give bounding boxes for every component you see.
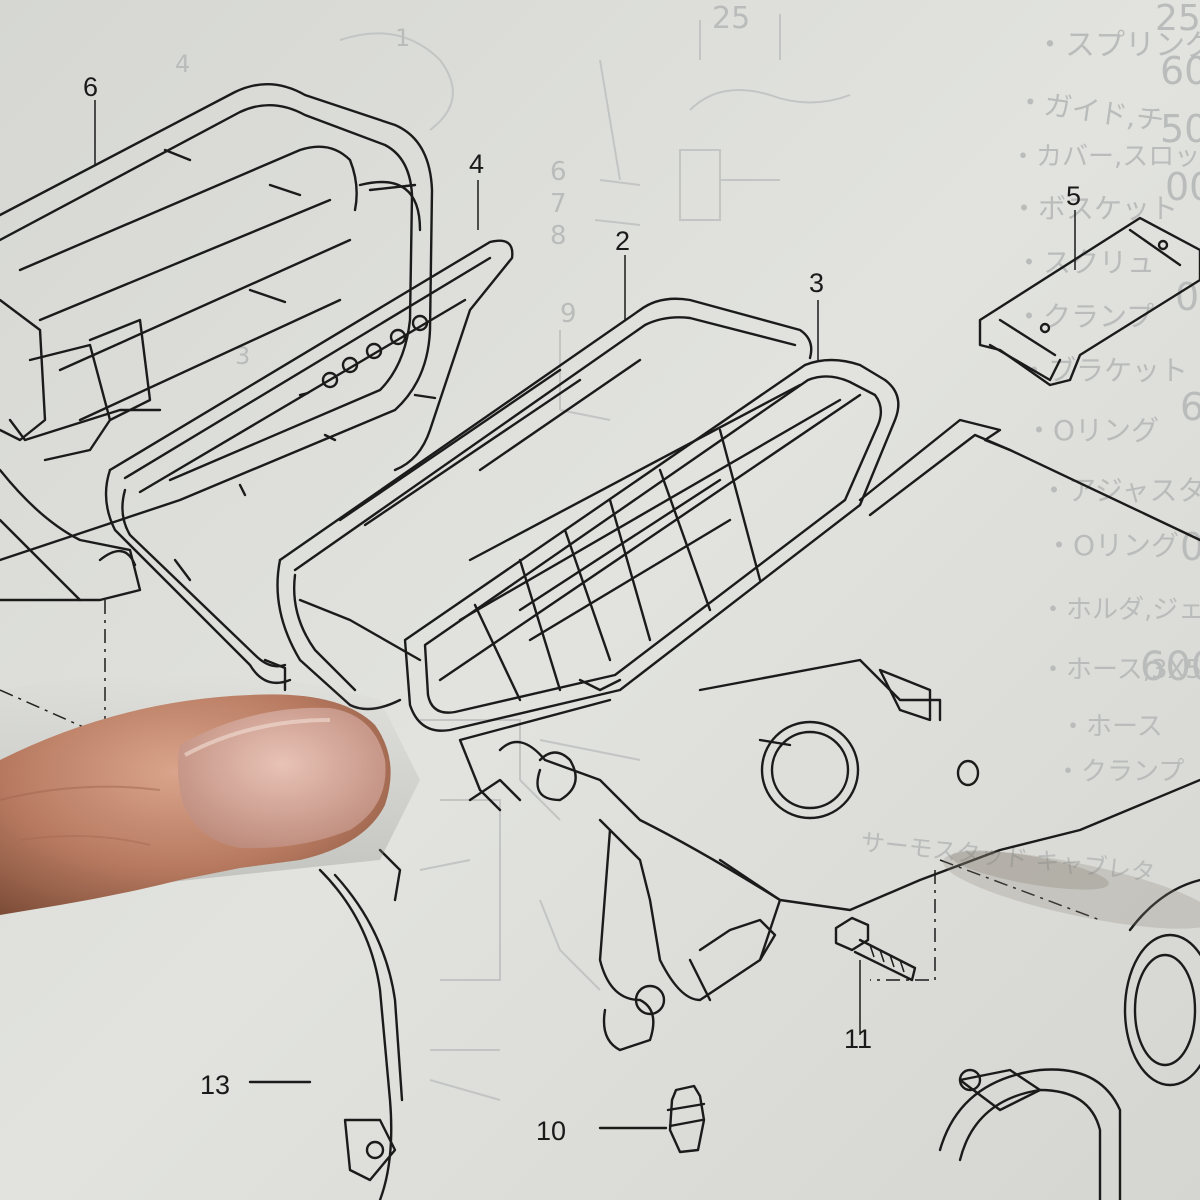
svg-text:50: 50 [1160, 107, 1200, 151]
bleed-through-text: ・スプリング ・ガイド,チ ・カバー,スロットル ・ボスケット ・スクリュ ・ク… [859, 28, 1200, 887]
callout-10: 10 [536, 1116, 566, 1146]
svg-text:60: 60 [1180, 385, 1200, 429]
callout-5: 5 [1066, 181, 1081, 211]
svg-text:・ブラケット: ・ブラケット [1020, 354, 1188, 387]
svg-text:4: 4 [175, 50, 190, 78]
svg-text:600: 600 [1140, 644, 1200, 690]
part-11-bolt [834, 916, 917, 1015]
svg-text:・Oリング: ・Oリング [1025, 414, 1159, 447]
part-2-filter-element [276, 297, 813, 711]
svg-text:00: 00 [1165, 165, 1200, 209]
thumb [0, 694, 391, 915]
svg-text:・カバー,スロットル: ・カバー,スロットル [1010, 142, 1200, 172]
part-6-airbox-cover [0, 82, 434, 602]
callout-11: 11 [844, 1024, 872, 1054]
svg-text:25: 25 [1155, 0, 1200, 39]
svg-text:1: 1 [395, 24, 410, 52]
svg-text:・クランプ: ・クランプ [1015, 300, 1154, 333]
callout-labels: 6 4 2 3 5 11 13 10 [83, 72, 1081, 1146]
callout-4: 4 [469, 149, 484, 179]
svg-text:・Oリング: ・Oリング [1045, 529, 1179, 562]
part-5-bracket [978, 216, 1200, 387]
svg-text:9: 9 [560, 299, 577, 329]
svg-text:・ホース: ・ホース [1060, 712, 1163, 742]
part-4-gasket [104, 239, 514, 692]
intake-hose-and-clamp [938, 878, 1200, 1200]
svg-text:7: 7 [550, 189, 567, 219]
svg-text:6: 6 [550, 157, 567, 187]
part-1-airbox-body [458, 418, 1200, 1052]
paper-smudge [942, 850, 1200, 929]
part-3-grid-frame [403, 358, 900, 732]
svg-text:8: 8 [550, 221, 567, 251]
svg-text:00: 00 [1180, 525, 1200, 569]
callout-3: 3 [809, 268, 824, 298]
svg-text:・クランプ: ・クランプ [1055, 757, 1184, 787]
callout-2: 2 [615, 226, 630, 256]
part-10-drain-plug [598, 1084, 706, 1154]
svg-text:・スクリュ: ・スクリュ [1015, 246, 1155, 279]
svg-text:3: 3 [235, 342, 250, 370]
bleed-through-numbers: 25 25 6 7 8 9 3 1 4 60 50 00 00 60 00 [175, 0, 1200, 569]
svg-text:25: 25 [712, 1, 750, 36]
svg-text:・ボスケット: ・ボスケット [1010, 192, 1178, 225]
part-13-seal [248, 848, 404, 1200]
svg-text:・ホルダ,ジェット: ・ホルダ,ジェット [1040, 595, 1200, 625]
svg-text:・スプリング: ・スプリング [1035, 28, 1200, 63]
callout-13: 13 [200, 1070, 230, 1100]
svg-text:60: 60 [1160, 49, 1200, 93]
svg-text:・ホース,3X5X800: ・ホース,3X5X800 [1040, 655, 1200, 685]
callout-6: 6 [83, 72, 98, 102]
